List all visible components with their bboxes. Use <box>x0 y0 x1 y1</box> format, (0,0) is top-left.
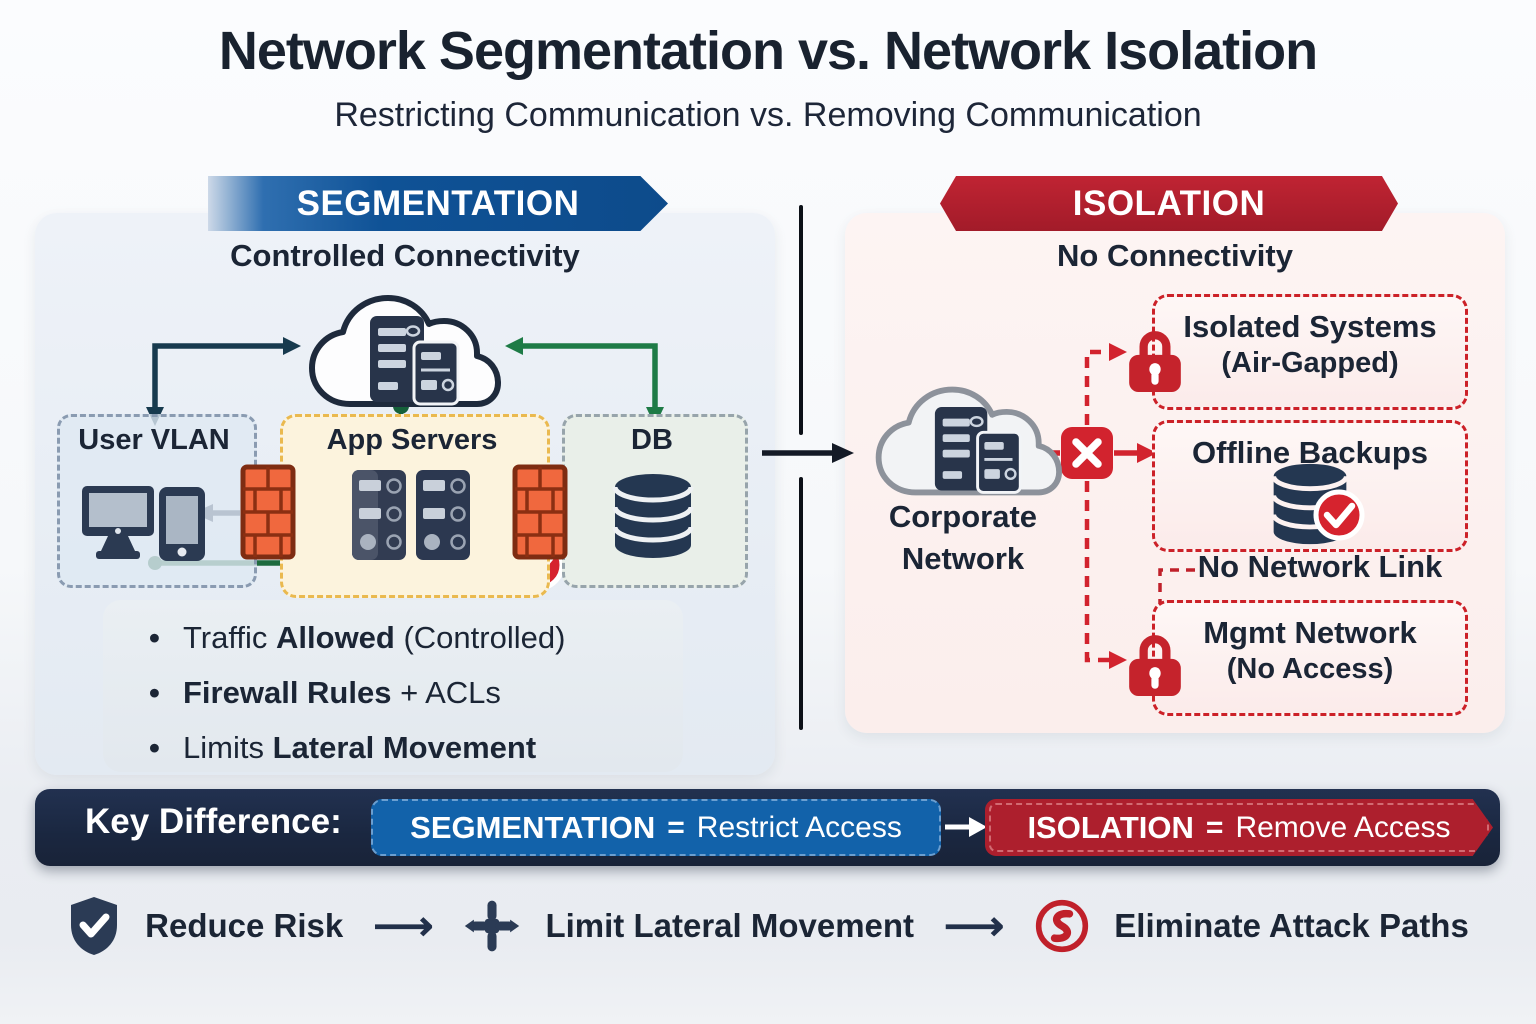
equals-sign: = <box>667 810 685 844</box>
backup-check-icon <box>1313 489 1365 541</box>
firewall-icon <box>512 464 568 560</box>
center-divider-top <box>799 205 803 435</box>
server-tower-icon <box>416 470 470 560</box>
isolation-rule-value: Remove Access <box>1235 810 1451 844</box>
segmentation-rule-term: SEGMENTATION <box>410 809 656 845</box>
flow-arrow-icon: ⟶ <box>373 902 434 949</box>
segmentation-banner: SEGMENTATION <box>208 176 668 231</box>
app-servers-label: App Servers <box>326 424 498 456</box>
segmentation-rule-chip: SEGMENTATION = Restrict Access <box>371 799 941 856</box>
isolation-banner: ISOLATION <box>940 176 1398 231</box>
cloud-servers-icon <box>309 295 501 407</box>
user-vlan-label: User VLAN <box>78 424 230 456</box>
arrow-to-cloud-left-icon <box>283 337 301 355</box>
no-network-link-label: No Network Link <box>1197 549 1443 584</box>
server-tower-icon <box>352 470 406 560</box>
db-label: DB <box>631 424 673 456</box>
shield-check-icon <box>71 897 118 955</box>
step-label: Limit Lateral Movement <box>545 907 915 944</box>
step-label: Reduce Risk <box>145 907 344 944</box>
arrow-x-to-backups-icon <box>1137 443 1157 463</box>
isolation-rule-chip: ISOLATION = Remove Access <box>985 799 1493 856</box>
bullet-icon: • <box>149 620 160 655</box>
footer-steps: Reduce Risk ⟶ Limit Lateral Movement ⟶ E… <box>0 884 1536 968</box>
flow-arrow-icon: ⟶ <box>944 902 1005 949</box>
isolated-systems-line2: (Air-Gapped) <box>1221 347 1399 379</box>
step-label: Eliminate Attack Paths <box>1114 907 1469 944</box>
isolation-rule-term: ISOLATION <box>1027 809 1194 845</box>
page-title: Network Segmentation vs. Network Isolati… <box>218 21 1318 81</box>
corporate-cloud-icon <box>875 386 1062 496</box>
corporate-network-label: Corporate Network <box>888 499 1038 576</box>
white-arrow-icon <box>945 817 987 837</box>
bullet-icon: • <box>149 675 160 710</box>
database-icon <box>612 474 694 558</box>
lock-icon <box>1129 635 1181 697</box>
segmentation-bullet-list: •Traffic Allowed (Controlled) •Firewall … <box>103 600 683 772</box>
cross-panel-arrow-icon <box>762 443 854 463</box>
attack-path-icon <box>1036 899 1089 953</box>
bullet-item: •Limits Lateral Movement <box>149 730 537 765</box>
arrow-to-isolated-icon <box>1109 343 1127 361</box>
segmentation-rule-value: Restrict Access <box>696 810 902 844</box>
bullet-icon: • <box>149 730 160 765</box>
no-connection-x-icon <box>1061 427 1113 479</box>
segmentation-subheading: Controlled Connectivity <box>230 238 580 273</box>
firewall-icon <box>240 464 296 560</box>
equals-sign: = <box>1205 810 1224 844</box>
tablet-icon <box>159 487 205 561</box>
arrow-to-mgmt-icon <box>1109 651 1127 669</box>
isolated-systems-line1: Isolated Systems <box>1183 309 1437 344</box>
bullet-item: •Firewall Rules + ACLs <box>149 675 501 710</box>
isolated-systems-box: Isolated Systems (Air-Gapped) <box>1152 294 1468 410</box>
isolation-subheading: No Connectivity <box>1057 238 1293 273</box>
mgmt-network-box: Mgmt Network (No Access) <box>1152 600 1468 716</box>
center-divider-bottom <box>799 477 803 730</box>
lock-icon <box>1129 331 1181 393</box>
bullet-item: •Traffic Allowed (Controlled) <box>149 620 566 655</box>
key-difference-label: Key Difference: <box>85 802 342 841</box>
arrow-to-cloud-right-icon <box>505 337 523 355</box>
workstation-icon <box>82 486 154 559</box>
mgmt-network-line1: Mgmt Network <box>1203 615 1417 650</box>
mgmt-network-line2: (No Access) <box>1226 653 1394 685</box>
page-subtitle: Restricting Communication vs. Removing C… <box>334 96 1202 134</box>
junction-icon <box>465 900 520 952</box>
